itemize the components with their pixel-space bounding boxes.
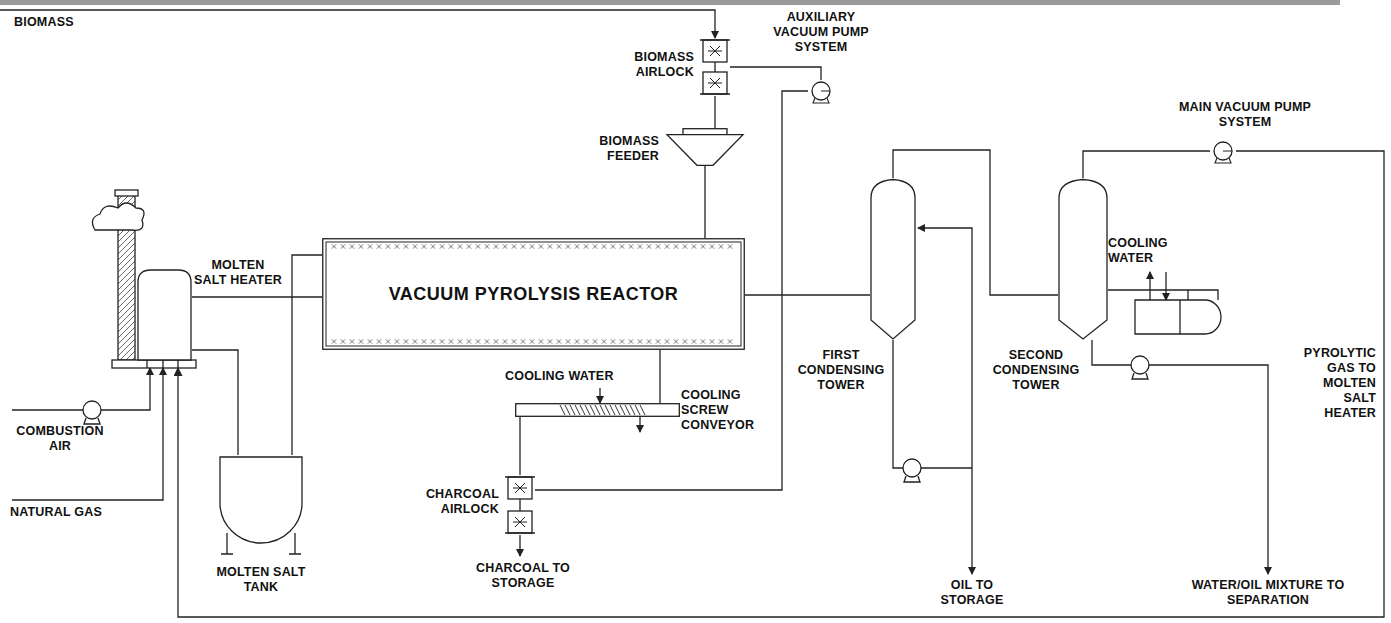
process-line bbox=[192, 350, 238, 455]
reactor-equipment: VACUUM PYROLYSIS REACTOR bbox=[322, 238, 745, 350]
equipment-label: MOLTEN SALT HEATER bbox=[194, 258, 282, 288]
pump-equipment: AUXILIARY VACUUM PUMP SYSTEM bbox=[808, 80, 834, 102]
stream-label: COOLING WATER bbox=[1108, 236, 1188, 266]
process-line bbox=[178, 151, 1384, 617]
stream-label: NATURAL GAS bbox=[10, 505, 120, 520]
process-line bbox=[519, 417, 520, 475]
stream-label: OIL TO STORAGE bbox=[922, 578, 1022, 608]
heater-equipment: MOLTEN SALT HEATER bbox=[137, 268, 192, 368]
feeder-equipment: BIOMASS FEEDER bbox=[665, 128, 745, 166]
conveyor-symbol bbox=[515, 403, 680, 417]
conveyor-equipment: COOLING SCREW CONVEYOR bbox=[515, 403, 680, 417]
tower-equipment: FIRST CONDENSING TOWER bbox=[870, 178, 916, 340]
equipment-label: CHARCOAL AIRLOCK bbox=[411, 487, 499, 517]
pump-symbol bbox=[1210, 140, 1236, 162]
equipment-label: AUXILIARY VACUUM PUMP SYSTEM bbox=[766, 10, 876, 55]
process-line bbox=[893, 150, 1058, 295]
equipment-label: FIRST CONDENSING TOWER bbox=[796, 348, 886, 393]
pump-symbol bbox=[808, 80, 834, 102]
process-line bbox=[1083, 151, 1210, 178]
tower-equipment: SECOND CONDENSING TOWER bbox=[1058, 178, 1108, 340]
process-line bbox=[730, 67, 821, 80]
equipment-label: MOLTEN SALT TANK bbox=[213, 565, 309, 595]
equipment-label: COOLING SCREW CONVEYOR bbox=[681, 388, 773, 433]
tower-symbol bbox=[1058, 178, 1108, 340]
feeder-symbol bbox=[665, 128, 745, 166]
stream-label: CHARCOAL TO STORAGE bbox=[458, 561, 588, 591]
process-line bbox=[704, 166, 705, 238]
process-line bbox=[745, 294, 870, 295]
equipment-label: MAIN VACUUM PUMP SYSTEM bbox=[1170, 100, 1320, 130]
process-line bbox=[192, 296, 322, 297]
airlock-equipment: BIOMASS AIRLOCK bbox=[700, 38, 730, 96]
process-line bbox=[659, 350, 660, 403]
tank-symbol bbox=[218, 455, 304, 555]
equipment-label: SECOND CONDENSING TOWER bbox=[990, 348, 1082, 393]
tank-equipment: MOLTEN SALT TANK bbox=[218, 455, 304, 555]
equipment-label: VACUUM PYROLYSIS REACTOR bbox=[389, 283, 679, 305]
airlock-equipment: CHARCOAL AIRLOCK bbox=[505, 475, 535, 535]
heater-symbol bbox=[137, 268, 192, 368]
equipment-label: BIOMASS AIRLOCK bbox=[602, 50, 694, 80]
stream-label: BIOMASS bbox=[14, 15, 94, 30]
process-line bbox=[292, 255, 322, 455]
tower-symbol bbox=[870, 178, 916, 340]
process-line bbox=[714, 96, 715, 128]
pump-equipment: MAIN VACUUM PUMP SYSTEM bbox=[1210, 140, 1236, 162]
airlock-symbol bbox=[505, 475, 535, 535]
stream-label: WATER/OIL MIXTURE TO SEPARATION bbox=[1158, 578, 1378, 608]
equipment-label: BIOMASS FEEDER bbox=[583, 134, 659, 164]
airlock-symbol bbox=[700, 38, 730, 96]
stream-label: COMBUSTION AIR bbox=[8, 424, 112, 454]
stream-label: PYROLYTIC GAS TO MOLTEN SALT HEATER bbox=[1290, 346, 1376, 421]
stream-label: COOLING WATER bbox=[505, 369, 635, 384]
